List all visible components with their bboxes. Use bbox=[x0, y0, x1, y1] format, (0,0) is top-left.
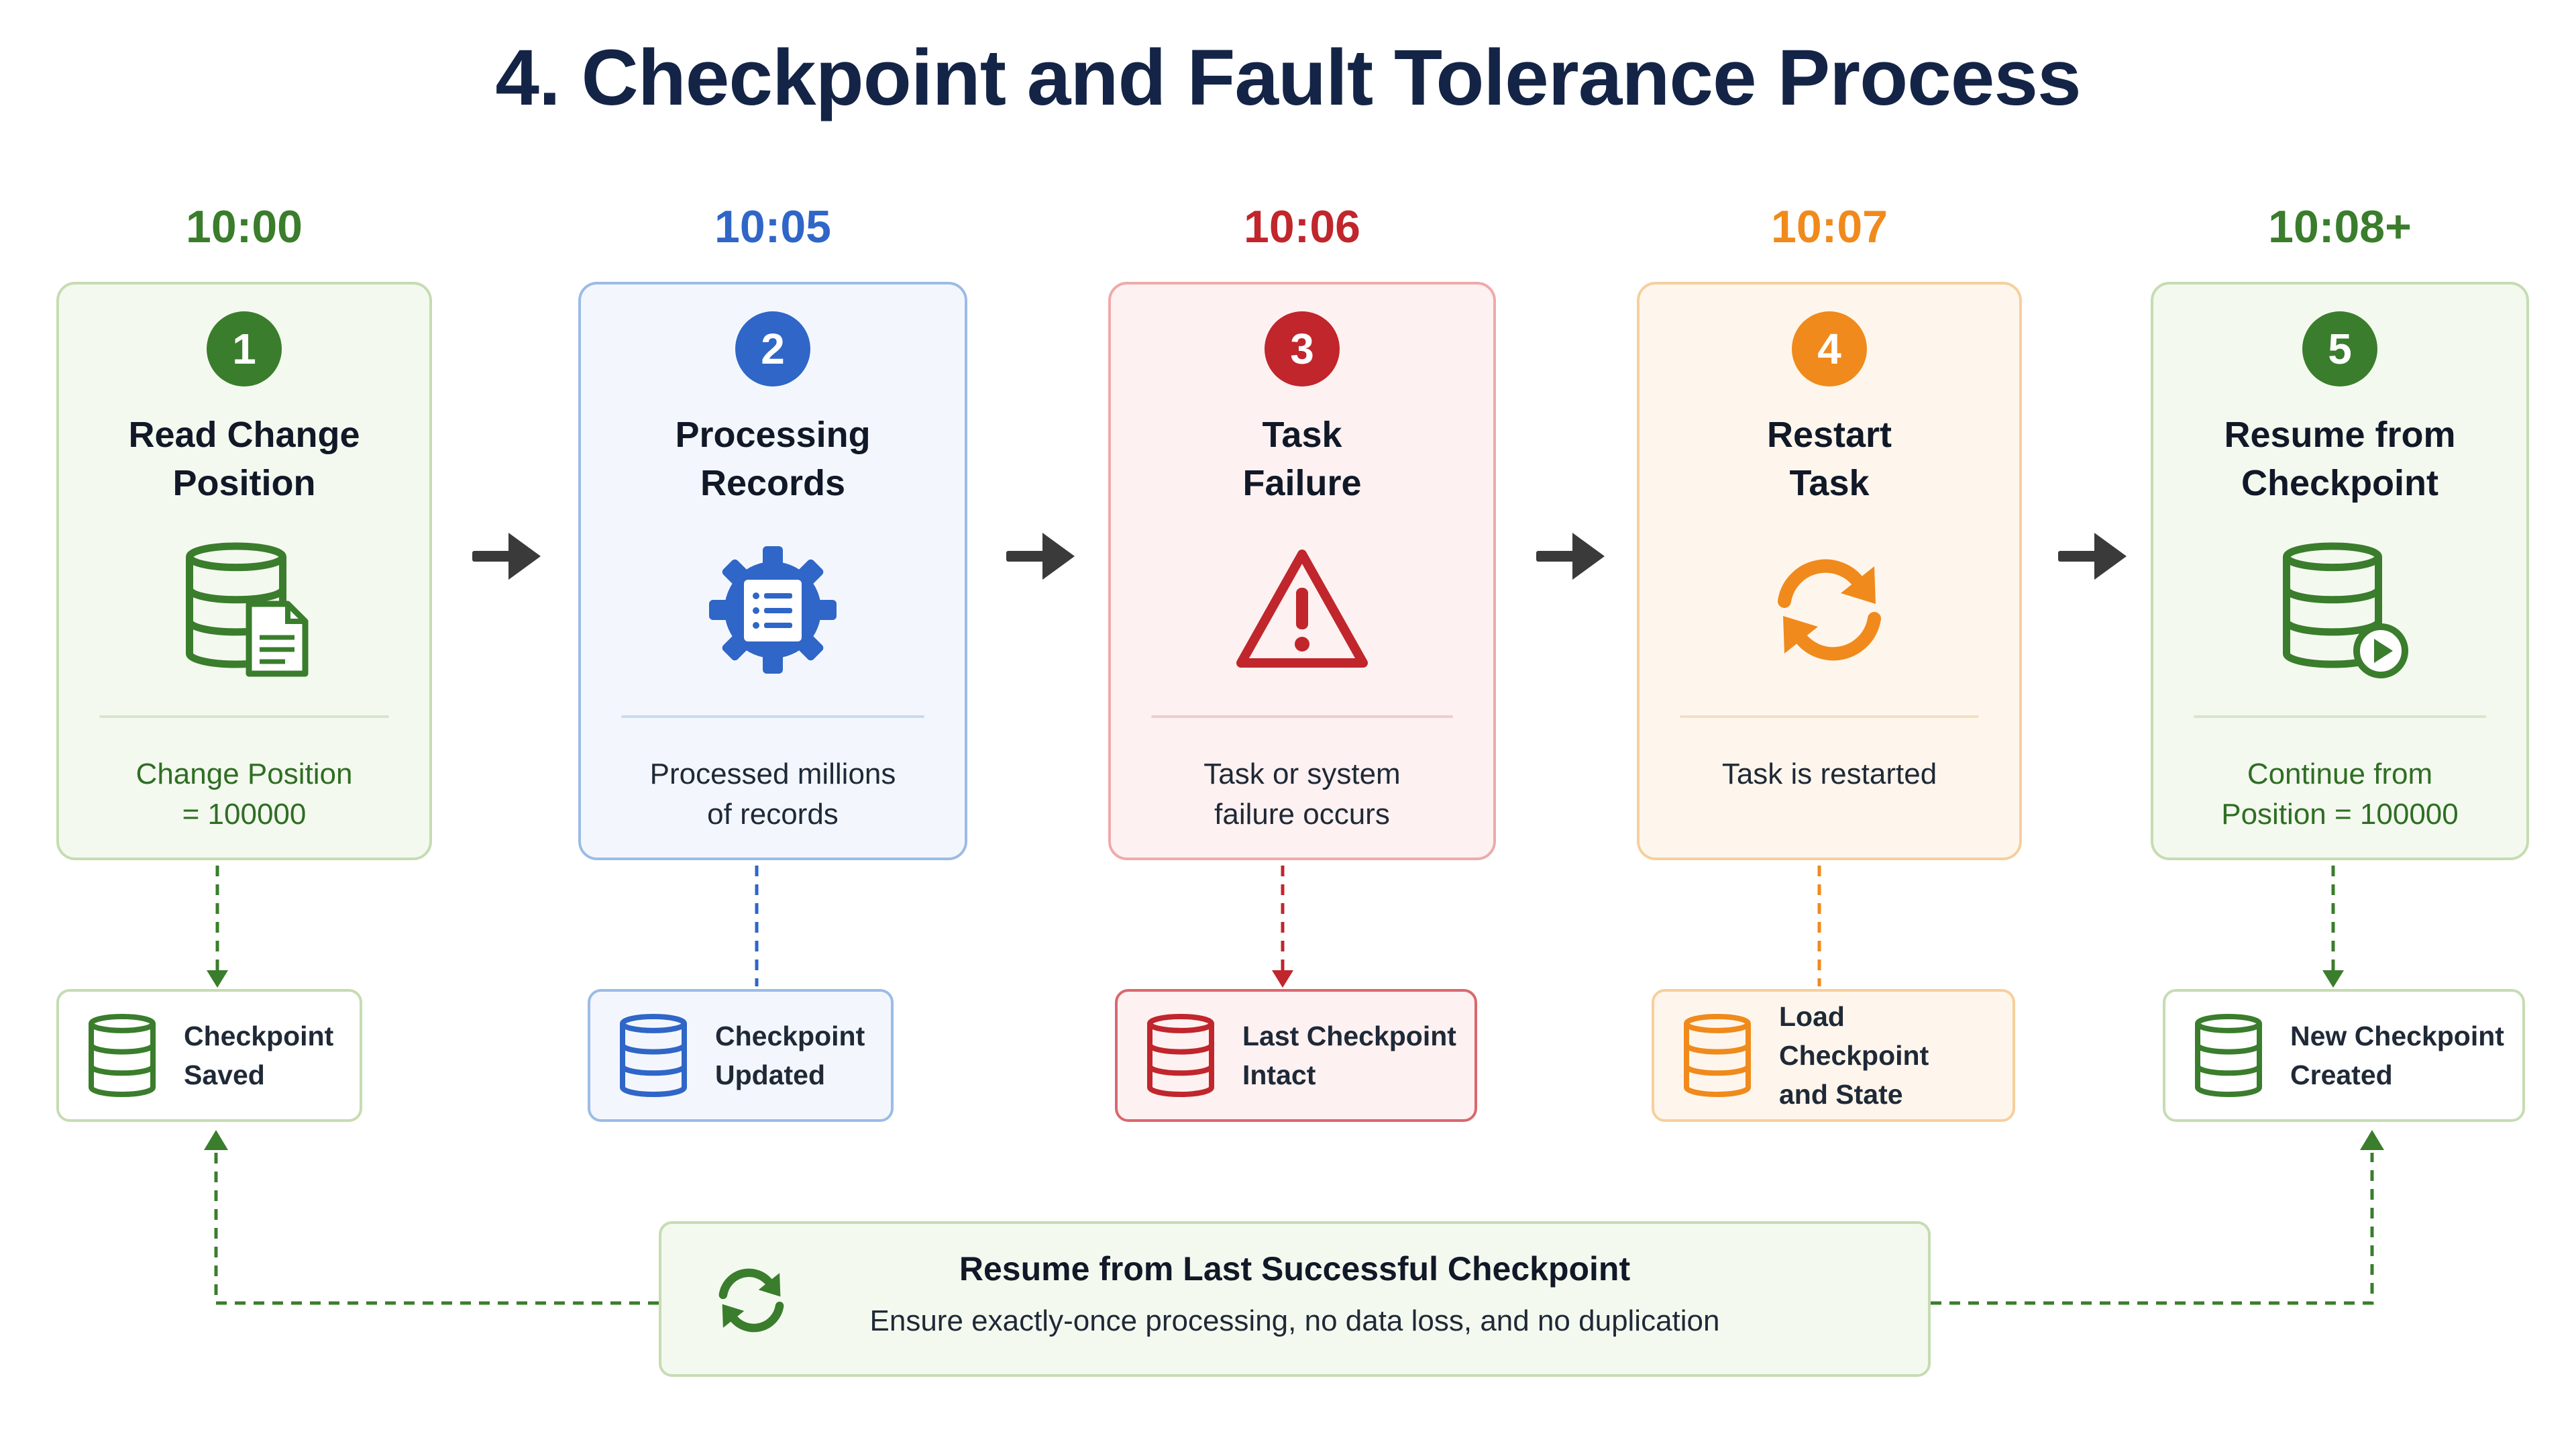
arrowhead-down bbox=[2322, 970, 2344, 988]
step-title: Processing Records bbox=[675, 415, 871, 503]
database-icon bbox=[2192, 1014, 2265, 1097]
card-divider bbox=[621, 715, 924, 718]
page-title: 4. Checkpoint and Fault Tolerance Proces… bbox=[495, 34, 2081, 122]
step-number-badge: 5 bbox=[2302, 311, 2377, 386]
step-description: Change Position = 100000 bbox=[136, 758, 353, 831]
arrowhead-down bbox=[1272, 970, 1293, 988]
step-description: Continue from Position = 100000 bbox=[2221, 758, 2459, 831]
database-icon bbox=[86, 1014, 158, 1097]
step-number-badge: 4 bbox=[1792, 311, 1867, 386]
arrowhead-up bbox=[2360, 1130, 2384, 1150]
database-icon bbox=[1144, 1014, 1217, 1097]
card-divider bbox=[2194, 715, 2486, 718]
step-card-2: 2 Processing Records Processed millions … bbox=[578, 282, 967, 860]
database-icon bbox=[617, 1014, 690, 1097]
checkpoint-label: Load Checkpoint and State bbox=[1779, 1001, 1929, 1110]
card-divider bbox=[1680, 715, 1979, 718]
database-document-icon bbox=[174, 539, 315, 680]
step-title: Task Failure bbox=[1242, 415, 1362, 503]
step-time: 10:07 bbox=[1771, 201, 1888, 252]
arrowhead-up bbox=[204, 1130, 228, 1150]
step-number-badge: 1 bbox=[207, 311, 282, 386]
step-time: 10:06 bbox=[1244, 201, 1360, 252]
step-time: 10:08+ bbox=[2268, 201, 2412, 252]
checkpoint-box-3: Last Checkpoint Intact bbox=[1115, 989, 1477, 1122]
loop-line-left bbox=[214, 1153, 659, 1305]
step-time: 10:00 bbox=[186, 201, 303, 252]
warning-triangle-icon bbox=[1232, 539, 1373, 680]
checkpoint-label: Checkpoint Updated bbox=[715, 1021, 865, 1090]
database-icon bbox=[1681, 1014, 1754, 1097]
step-number-badge: 2 bbox=[735, 311, 810, 386]
step-card-5: 5 Resume from Checkpoint Continue from P… bbox=[2151, 282, 2529, 860]
arrow-right-icon bbox=[1534, 526, 1607, 586]
card-divider bbox=[99, 715, 389, 718]
step-title: Resume from Checkpoint bbox=[2224, 415, 2456, 503]
step-card-3: 3 Task Failure Task or system failure oc… bbox=[1108, 282, 1496, 860]
step-time: 10:05 bbox=[714, 201, 831, 252]
step-description: Processed millions of records bbox=[649, 758, 896, 831]
arrow-right-icon bbox=[2055, 526, 2129, 586]
arrow-right-icon bbox=[470, 526, 543, 586]
step-description: Task is restarted bbox=[1721, 758, 1937, 790]
banner-subtitle: Ensure exactly-once processing, no data … bbox=[869, 1304, 1720, 1337]
arrow-right-icon bbox=[1004, 526, 1077, 586]
step-number-badge: 3 bbox=[1265, 311, 1340, 386]
checkpoint-box-1: Checkpoint Saved bbox=[56, 989, 362, 1122]
refresh-icon bbox=[707, 1256, 796, 1345]
checkpoint-label: New Checkpoint Created bbox=[2290, 1021, 2504, 1090]
step-description: Task or system failure occurs bbox=[1203, 758, 1401, 831]
step-card-1: 1 Read Change Position Change Position =… bbox=[56, 282, 432, 860]
step-card-4: 4 Restart Task Task is restarted bbox=[1637, 282, 2022, 860]
refresh-icon bbox=[1759, 539, 1900, 680]
arrowhead-down bbox=[207, 970, 228, 988]
resume-banner: Resume from Last Successful Checkpoint E… bbox=[659, 1221, 1931, 1377]
loop-line-right bbox=[1931, 1153, 2374, 1305]
card-divider bbox=[1151, 715, 1453, 718]
checkpoint-label: Last Checkpoint Intact bbox=[1242, 1021, 1456, 1090]
database-play-icon bbox=[2269, 539, 2410, 680]
step-title: Restart Task bbox=[1766, 415, 1892, 503]
step-title: Read Change Position bbox=[128, 415, 360, 503]
checkpoint-box-5: New Checkpoint Created bbox=[2163, 989, 2525, 1122]
checkpoint-box-4: Load Checkpoint and State bbox=[1652, 989, 2015, 1122]
checkpoint-label: Checkpoint Saved bbox=[184, 1021, 334, 1090]
gear-list-icon bbox=[702, 539, 843, 680]
checkpoint-box-2: Checkpoint Updated bbox=[588, 989, 894, 1122]
banner-title: Resume from Last Successful Checkpoint bbox=[959, 1250, 1631, 1288]
